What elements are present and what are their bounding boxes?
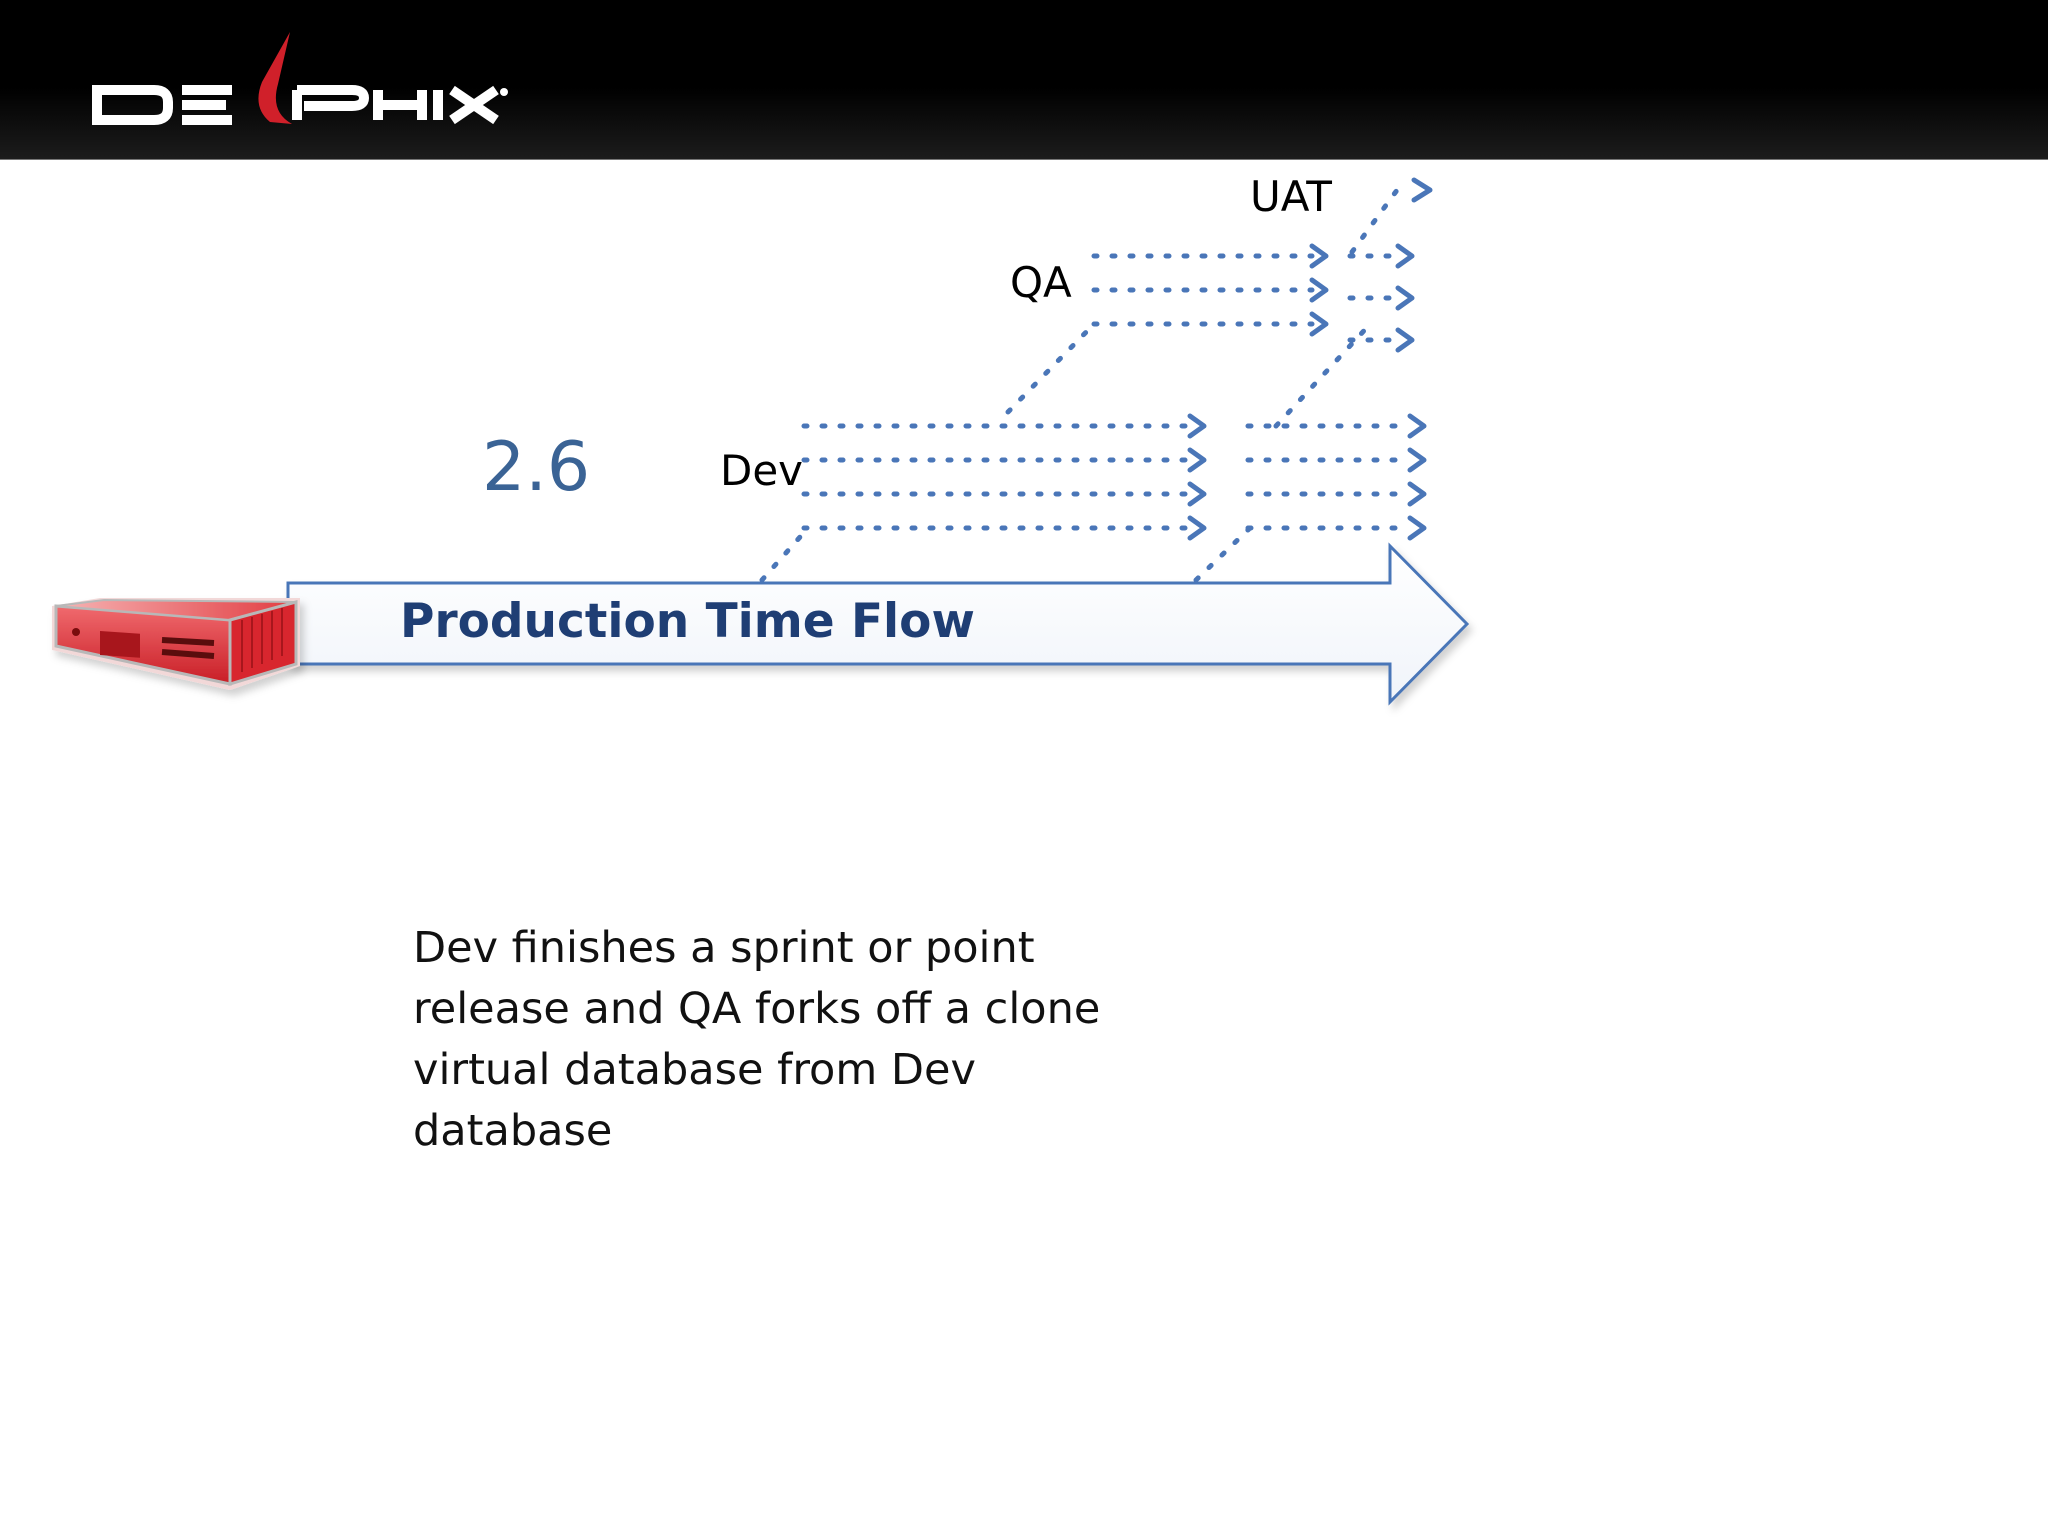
dev-arrowhead-5 (1407, 413, 1427, 439)
dev-branch-line-2 (1193, 525, 1253, 583)
dev-arrowhead-2 (1187, 447, 1207, 473)
version-number: 2.6 (482, 428, 591, 507)
qa-arrowhead-2 (1309, 277, 1329, 303)
production-time-flow-label: Production Time Flow (400, 594, 975, 649)
dev-arrowhead-7 (1407, 481, 1427, 507)
dev-arrowhead-6 (1407, 447, 1427, 473)
qa-label: QA (1010, 258, 1072, 307)
qa-arrowhead-1 (1309, 243, 1329, 269)
qa-branch-line-2 (1273, 319, 1375, 429)
dev-branch-line (759, 525, 811, 583)
dev-label: Dev (720, 446, 804, 495)
uat-label: UAT (1250, 172, 1332, 221)
header-bar (0, 0, 2048, 160)
uat-branch-line (1349, 183, 1403, 255)
qa-arrowhead-4 (1395, 243, 1415, 269)
qa-arrowhead-5 (1395, 285, 1415, 311)
uat-arrowhead (1411, 177, 1433, 203)
production-time-flow-arrow (286, 542, 1470, 706)
description-text: Dev finishes a sprint or point release a… (413, 923, 1101, 1156)
qa-branch-line (1005, 319, 1099, 415)
dev-arrowhead-3 (1187, 481, 1207, 507)
qa-arrowhead-6 (1395, 327, 1415, 353)
dev-arrowhead-4 (1187, 515, 1207, 541)
database-server-icon (52, 598, 300, 690)
dev-arrowhead-8 (1407, 515, 1427, 541)
qa-arrowhead-3 (1309, 311, 1329, 337)
dev-arrowhead-1 (1187, 413, 1207, 439)
delphix-logo (92, 32, 508, 125)
